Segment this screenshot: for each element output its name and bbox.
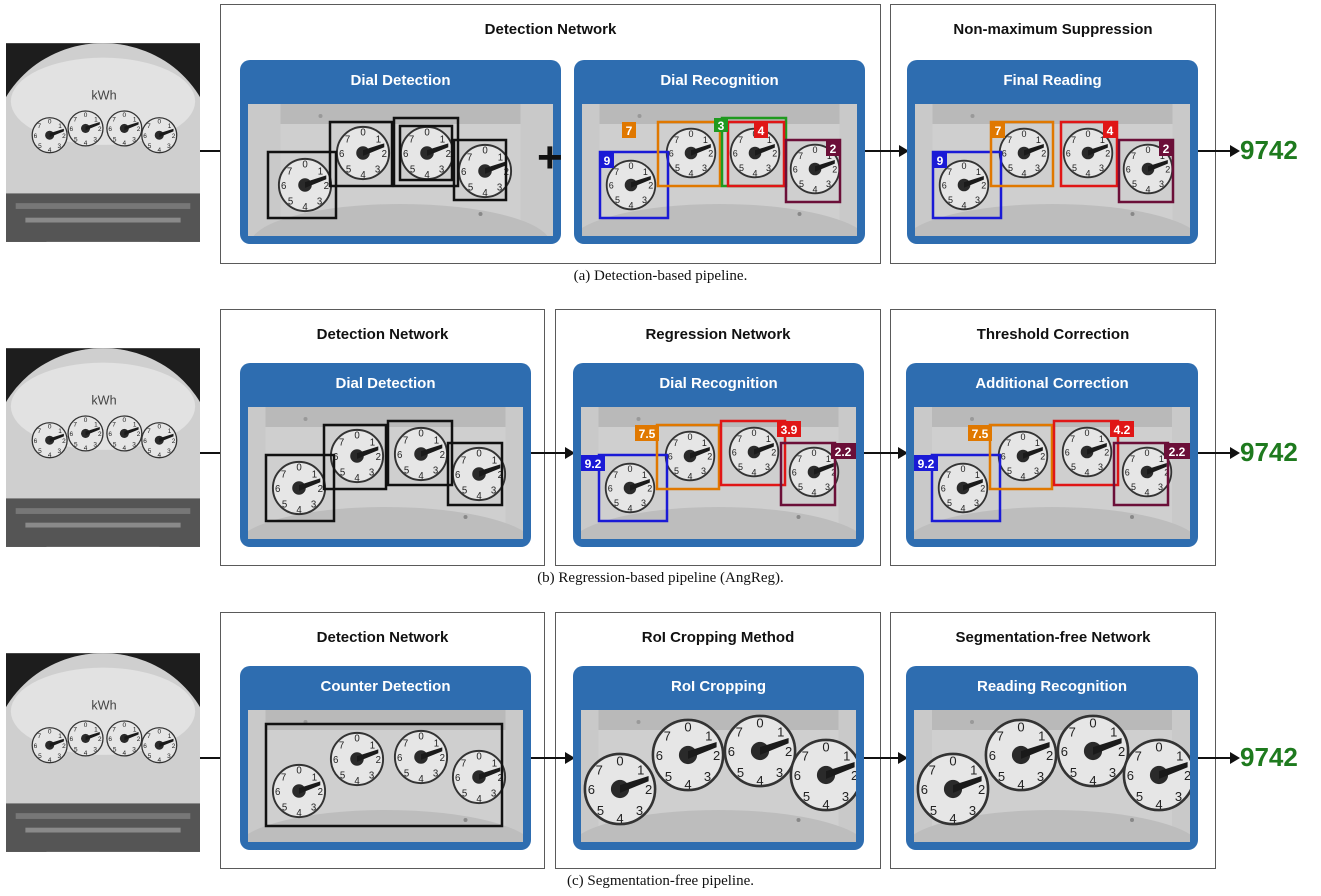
stage-title: Regression Network xyxy=(645,326,791,343)
flow-arrow xyxy=(531,752,575,764)
svg-text:3: 3 xyxy=(718,119,725,133)
stage-title: Detection Network xyxy=(316,629,449,646)
meter-image xyxy=(248,104,553,236)
flow-arrow xyxy=(865,145,909,157)
caption-a: (a) Detection-based pipeline. xyxy=(573,268,748,284)
card-title: Counter Detection xyxy=(320,678,451,695)
final-result: 9742 xyxy=(1240,135,1298,165)
flow-arrow xyxy=(1198,145,1240,157)
input-meter-photo: kWh xyxy=(6,40,200,245)
card-dial-detection: Dial Detection xyxy=(240,60,561,244)
svg-text:kWh: kWh xyxy=(91,698,116,712)
plus-icon: + xyxy=(537,133,563,182)
flow-arrow xyxy=(864,447,908,459)
svg-text:9: 9 xyxy=(604,154,611,168)
stage-title: Threshold Correction xyxy=(976,326,1130,343)
meter-image: 9.2 7.5 3.9 2.2 xyxy=(581,407,856,539)
svg-text:7.5: 7.5 xyxy=(639,427,656,441)
card-title: Dial Detection xyxy=(350,72,451,89)
svg-text:4.2: 4.2 xyxy=(1114,423,1131,437)
flow-arrow xyxy=(864,752,908,764)
meter-image: 9 7 3 4 2 xyxy=(582,104,857,236)
stage-title: Non-maximum Suppression xyxy=(953,21,1153,38)
svg-text:4: 4 xyxy=(1107,124,1114,138)
svg-text:9: 9 xyxy=(937,154,944,168)
flow-arrow xyxy=(531,447,575,459)
card-title: Final Reading xyxy=(1003,72,1102,89)
card-title: Dial Detection xyxy=(335,375,436,392)
svg-text:2: 2 xyxy=(830,142,837,156)
final-result: 9742 xyxy=(1240,437,1298,467)
card-title: RoI Cropping xyxy=(671,678,766,695)
svg-text:7.5: 7.5 xyxy=(972,427,989,441)
caption-c: (c) Segmentation-free pipeline. xyxy=(566,873,754,889)
card-title: Dial Recognition xyxy=(660,72,779,89)
card-reading-recognition: Reading Recognition xyxy=(906,666,1198,850)
flow-arrow xyxy=(1198,752,1240,764)
card-dial-detection: Dial Detection xyxy=(240,363,531,547)
card-dial-recognition: Dial Recognition 9.2 7.5 3.9 2.2 xyxy=(573,363,864,547)
input-meter-photo: kWh xyxy=(6,345,200,550)
svg-text:kWh: kWh xyxy=(91,393,116,407)
final-result: 9742 xyxy=(1240,742,1298,772)
svg-text:3.9: 3.9 xyxy=(781,423,798,437)
stage-title: Segmentation-free Network xyxy=(955,629,1151,646)
card-title: Additional Correction xyxy=(975,375,1129,392)
card-roi-cropping: RoI Cropping xyxy=(573,666,864,850)
card-counter-detection: Counter Detection xyxy=(240,666,531,850)
card-final-reading: Final Reading 9 7 4 2 xyxy=(907,60,1198,244)
svg-text:2: 2 xyxy=(1163,142,1170,156)
svg-text:4: 4 xyxy=(758,124,765,138)
stage-title: RoI Cropping Method xyxy=(641,629,795,646)
stage-title: Detection Network xyxy=(484,21,617,38)
card-title: Reading Recognition xyxy=(977,678,1127,695)
svg-text:9.2: 9.2 xyxy=(585,457,602,471)
svg-text:2.2: 2.2 xyxy=(1169,445,1186,459)
svg-text:7: 7 xyxy=(626,124,633,138)
meter-image xyxy=(248,407,523,539)
svg-text:9.2: 9.2 xyxy=(918,457,935,471)
svg-text:2.2: 2.2 xyxy=(835,445,852,459)
flow-arrow xyxy=(1198,447,1240,459)
meter-image xyxy=(914,710,1190,842)
caption-b: (b) Regression-based pipeline (AngReg). xyxy=(537,570,784,586)
meter-image: 9 7 4 2 xyxy=(915,104,1190,236)
photo-unit-label: kWh xyxy=(91,88,116,102)
meter-image xyxy=(581,710,856,842)
card-additional-correction: Additional Correction 9.2 7.5 4.2 2.2 xyxy=(906,363,1198,547)
svg-text:7: 7 xyxy=(995,124,1002,138)
input-meter-photo: kWh xyxy=(6,650,200,855)
stage-title: Detection Network xyxy=(316,326,449,343)
meter-image xyxy=(248,710,523,842)
meter-image: 9.2 7.5 4.2 2.2 xyxy=(914,407,1190,539)
card-dial-recognition: Dial Recognition 9 7 3 4 2 xyxy=(574,60,865,244)
card-title: Dial Recognition xyxy=(659,375,778,392)
